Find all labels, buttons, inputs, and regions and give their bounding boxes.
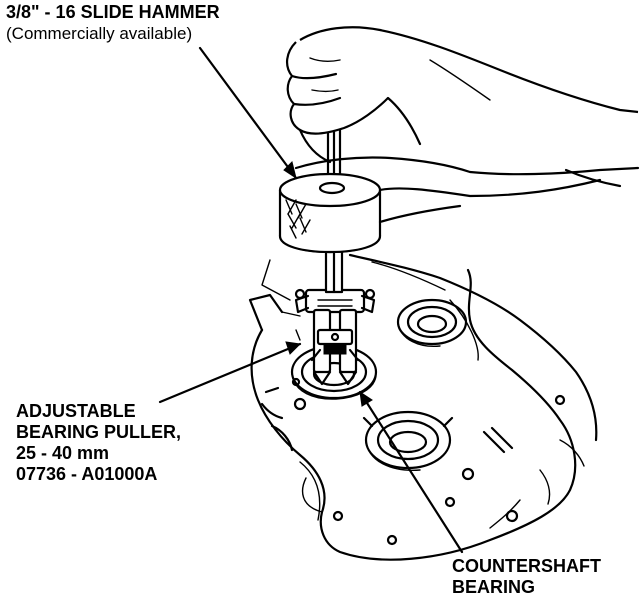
bearing-puller-label-line4: 07736 - A01000A xyxy=(16,464,158,484)
upper-bearing-bore xyxy=(396,298,468,347)
slide-hammer-tool xyxy=(278,116,382,294)
slide-hammer-label-line1: 3/8" - 16 SLIDE HAMMER xyxy=(6,2,220,22)
bearing-puller-label-line3: 25 - 40 mm xyxy=(16,443,110,463)
slide-hammer-label-line2: (Commercially available) xyxy=(6,24,193,43)
countershaft-bearing-label-line1: COUNTERSHAFT xyxy=(452,556,601,576)
countershaft-bearing-label-line2: BEARING xyxy=(452,577,536,597)
bearing-puller-label-line2: BEARING PULLER, xyxy=(16,422,182,442)
hand xyxy=(286,26,640,224)
countershaft-bearing-label: COUNTERSHAFT BEARING xyxy=(452,556,601,598)
bearing-puller-tool xyxy=(294,288,376,386)
bearing-puller-label: ADJUSTABLE BEARING PULLER, 25 - 40 mm 07… xyxy=(16,401,181,485)
leader-lines xyxy=(158,46,464,554)
bearing-puller-label-line1: ADJUSTABLE xyxy=(16,401,136,421)
slide-hammer-label: 3/8" - 16 SLIDE HAMMER (Commercially ava… xyxy=(6,2,220,44)
